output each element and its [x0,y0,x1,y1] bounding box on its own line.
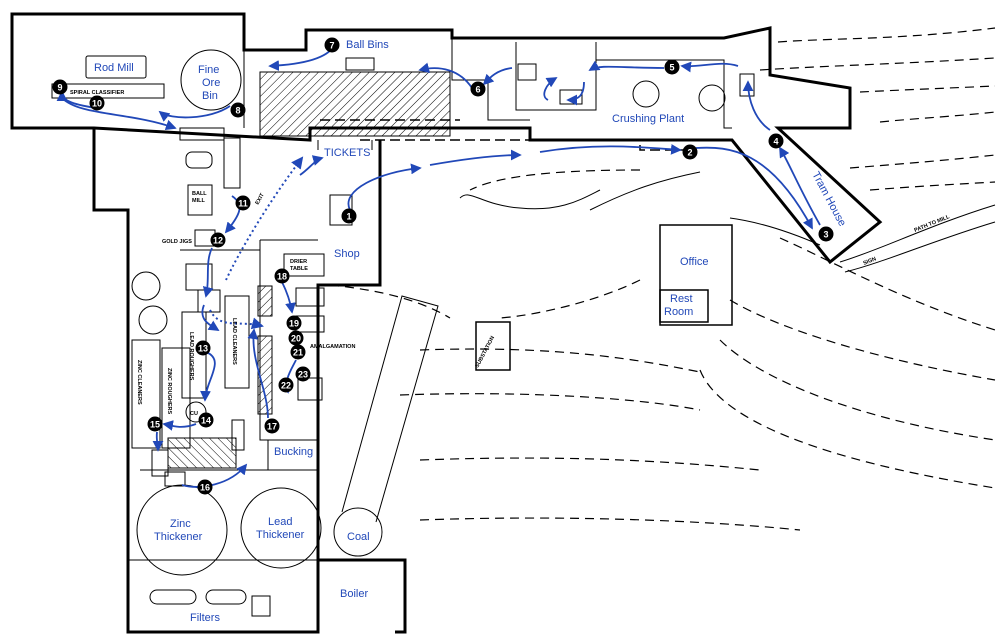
rest-room-label-2: Room [664,306,693,318]
tour-stop-6-number: 6 [475,85,480,95]
tour-stop-2-number: 2 [687,148,692,158]
tour-stop-3-marker [818,226,834,242]
fine-ore-bin-label-1: Fine [198,64,219,76]
tour-stop-20-marker [288,330,304,346]
lead-thickener-label-2: Thickener [256,529,305,541]
substation-label: SUBSTATION [474,335,496,369]
tour-stop-18-marker [274,268,290,284]
tour-stop-2-marker [682,144,698,160]
boiler-label: Boiler [340,588,368,600]
fine-ore-bin-label-2: Ore [202,77,220,89]
spiral-classifier-label: SPIRAL CLASSIFIER [70,90,124,96]
tour-stop-7-number: 7 [329,41,334,51]
coal-label: Coal [347,531,370,543]
gold-jigs-label: GOLD JIGS [162,239,192,245]
bucking-label: Bucking [274,446,313,458]
tour-stop-23-marker [295,366,311,382]
tour-stop-8-number: 8 [235,106,240,116]
lead-roughers-label: LEAD ROUGHERS [188,332,194,381]
tour-stop-9-number: 9 [57,83,62,93]
zinc-thickener-label-1: Zinc [170,518,191,530]
fine-ore-bin-label-3: Bin [202,90,218,102]
tour-stop-21-number: 21 [293,348,303,358]
tour-stop-15-number: 15 [150,420,160,430]
tour-stop-17-number: 17 [267,422,277,432]
rest-room-label-1: Rest [670,293,693,305]
tour-stop-14-marker [198,412,214,428]
office-label: Office [680,256,709,268]
zinc-cleaners-label: ZINC CLEANERS [136,360,142,405]
tour-stop-23-number: 23 [298,370,308,380]
tour-stop-13-number: 13 [198,344,208,354]
path-to-mill-label: PATH TO MILL [914,214,952,234]
tour-stop-5-marker [664,59,680,75]
tickets-label: TICKETS [324,147,370,159]
tour-stop-3-number: 3 [823,230,828,240]
ball-mill-label-2: MILL [192,198,205,204]
lead-cleaners-label: LEAD CLEANERS [231,318,237,365]
tour-stop-1-marker [341,208,357,224]
tour-stop-8-marker [230,102,246,118]
tour-stop-4-number: 4 [773,137,778,147]
ball-bins-label: Ball Bins [346,39,389,51]
tour-stop-17-marker [264,418,280,434]
terrain-lines [329,27,996,531]
tour-stop-22-marker [278,377,294,393]
tour-stop-22-number: 22 [281,381,291,391]
ball-mill-label-1: BALL [192,191,207,197]
tour-stop-19-number: 19 [289,319,299,329]
outbuildings [475,224,733,371]
tour-stop-21-marker [290,344,306,360]
rod-mill-label: Rod Mill [94,62,134,74]
crushing-plant-label: Crushing Plant [612,113,684,125]
tour-stop-6-marker [470,81,486,97]
tour-stop-16-number: 16 [200,483,210,493]
drier-table-label-2: TABLE [290,266,308,272]
tour-stop-10-marker [89,95,105,111]
filters-label: Filters [190,612,220,624]
tour-stop-12-number: 12 [213,236,223,246]
cu-label: CU [190,411,198,417]
exit-label: EXIT [255,192,267,206]
tour-stop-7-marker [324,37,340,53]
tour-stop-14-number: 14 [201,416,211,426]
tour-route [56,45,821,488]
tour-stop-10-number: 10 [92,99,102,109]
tour-stop-9-marker [52,79,68,95]
tour-stop-1-number: 1 [346,212,351,222]
path-to-mill [459,171,996,273]
tour-stop-11-marker [235,195,251,211]
tour-stop-15-marker [147,416,163,432]
amalgamation-label: AMALGAMATION [310,344,355,350]
lead-thickener-label-1: Lead [268,516,292,528]
tour-stop-5-number: 5 [669,63,674,73]
drier-table-label-1: DRIER [290,259,307,265]
building-interior-walls [128,38,732,561]
tour-stop-19-marker [286,315,302,331]
equipment [51,49,755,617]
sign-label: SIGN [863,256,878,267]
tour-stop-4-marker [768,133,784,149]
zinc-roughers-label: ZINC ROUGHERS [166,368,172,414]
zinc-thickener-label-2: Thickener [154,531,203,543]
tram-house-label: Tram House [809,170,848,229]
tour-stop-12-marker [210,232,226,248]
tour-stop-18-number: 18 [277,272,287,282]
shop-label: Shop [334,248,360,260]
tour-stop-20-number: 20 [291,334,301,344]
exit-route [209,156,304,330]
tour-stop-16-marker [197,479,213,495]
tour-stop-11-number: 11 [238,199,248,209]
tour-stop-13-marker [195,340,211,356]
